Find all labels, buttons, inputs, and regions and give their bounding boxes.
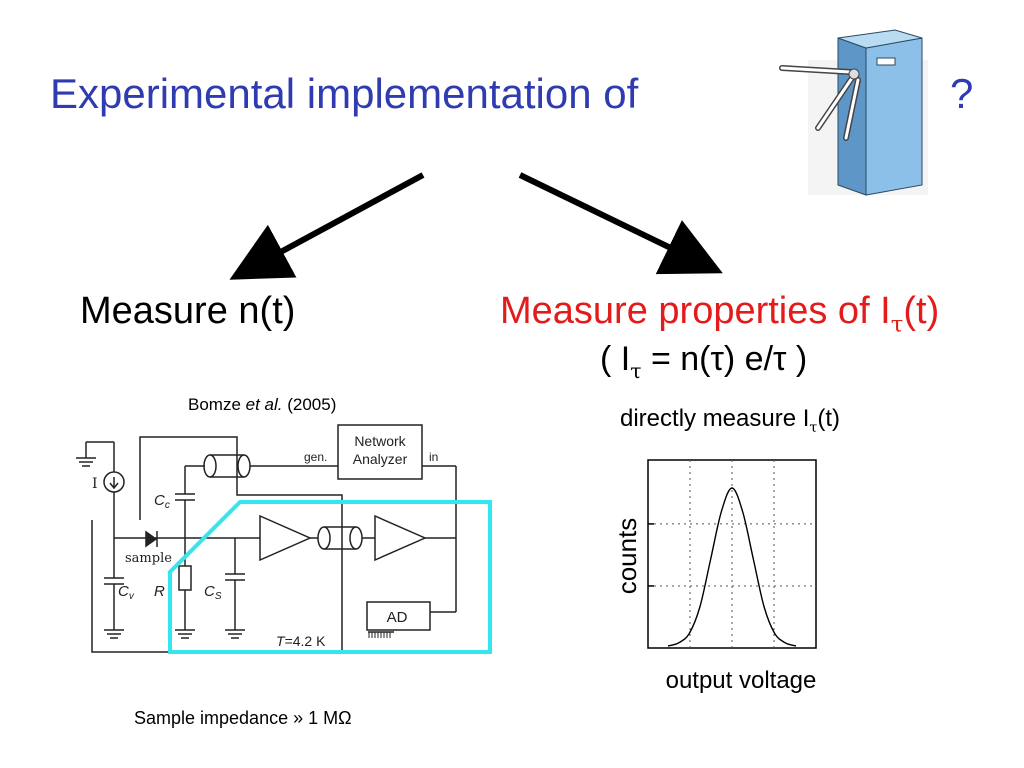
arrow-left bbox=[229, 172, 425, 280]
circuit-diagram bbox=[76, 424, 457, 653]
current-formula: ( Iτ = n(τ) e/τ ) bbox=[600, 340, 808, 383]
network-label-1: Network bbox=[354, 433, 406, 449]
svg-text:T=4.2 K: T=4.2 K bbox=[276, 633, 326, 649]
svg-text:Cc: Cc bbox=[154, 492, 170, 511]
sample-label: sample bbox=[125, 551, 172, 566]
arrow-right bbox=[518, 172, 723, 275]
x-axis-label: output voltage bbox=[666, 667, 817, 694]
circuit-labels: Network Analyzer gen. in AD I Cc sample … bbox=[92, 433, 438, 649]
y-axis-label: counts bbox=[612, 518, 642, 595]
direct-measure-label: directly measure Iτ(t) bbox=[620, 405, 841, 436]
network-label-2: Analyzer bbox=[353, 451, 408, 467]
title-question-mark: ? bbox=[950, 70, 974, 117]
sample-impedance-note: Sample impedance » 1 MΩ bbox=[134, 708, 352, 728]
r-label: R bbox=[154, 583, 165, 600]
svg-text:Cv: Cv bbox=[118, 583, 135, 602]
slide-title: Experimental implementation of bbox=[50, 70, 639, 117]
turnstile-icon bbox=[779, 29, 928, 196]
ad-label: AD bbox=[387, 609, 408, 626]
current-label: I bbox=[92, 476, 98, 492]
measure-properties-heading: Measure properties of Iτ(t) bbox=[500, 290, 940, 338]
cryogenic-region-highlight bbox=[168, 500, 492, 654]
histogram-chart: counts output voltage bbox=[612, 459, 817, 694]
citation: Bomze et al. (2005) bbox=[188, 395, 337, 414]
measure-nt-heading: Measure n(t) bbox=[80, 290, 296, 332]
in-label: in bbox=[429, 450, 438, 464]
svg-text:CS: CS bbox=[204, 583, 222, 602]
histogram-curve bbox=[667, 487, 797, 647]
gen-label: gen. bbox=[304, 450, 327, 464]
